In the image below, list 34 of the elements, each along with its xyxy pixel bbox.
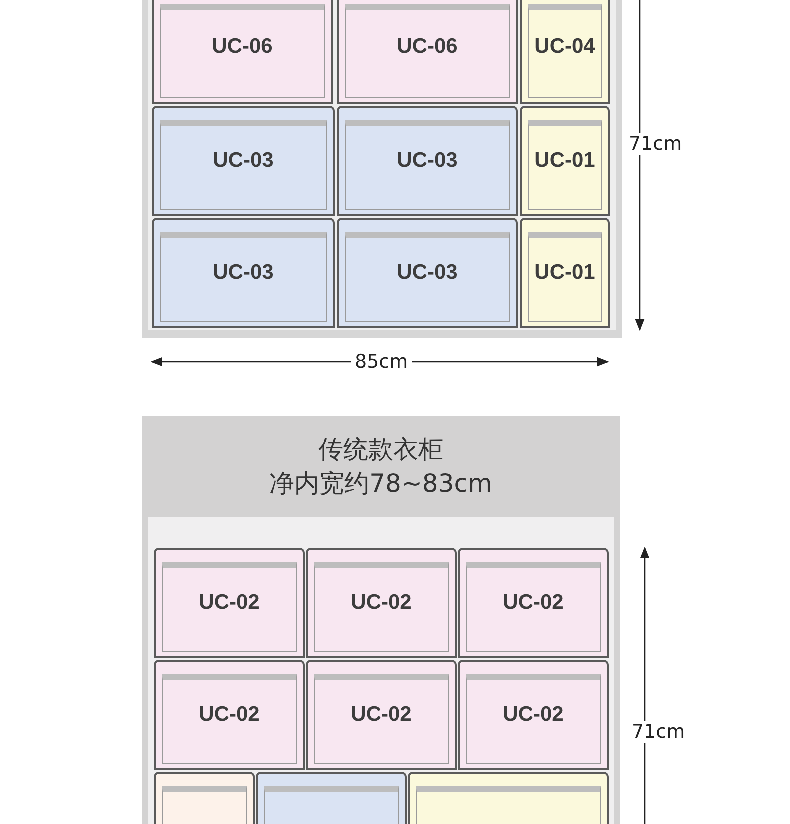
box-label: UC-06 bbox=[397, 35, 458, 59]
storage-box bbox=[337, 106, 518, 216]
storage-box bbox=[337, 0, 518, 104]
wardrobe-frame bbox=[142, 416, 620, 824]
box-label: UC-03 bbox=[213, 149, 274, 173]
storage-box bbox=[520, 0, 610, 104]
storage-box bbox=[458, 548, 609, 658]
box-label: UC-06 bbox=[212, 35, 273, 59]
box-label: UC-01 bbox=[534, 149, 596, 173]
box-label: UC-03 bbox=[213, 261, 274, 285]
storage-box bbox=[152, 106, 335, 216]
storage-box bbox=[458, 660, 609, 770]
storage-box bbox=[154, 548, 305, 658]
storage-box bbox=[154, 660, 305, 770]
box-label: UC-02 bbox=[351, 703, 412, 727]
box-label: UC-02 bbox=[351, 591, 412, 615]
storage-box bbox=[306, 660, 457, 770]
storage-box bbox=[152, 218, 335, 328]
box-label: UC-03 bbox=[397, 261, 458, 285]
box-label: UC-01 bbox=[534, 261, 596, 285]
storage-box bbox=[306, 548, 457, 658]
wardrobe-frame bbox=[142, 0, 622, 338]
box-label: UC-04 bbox=[534, 35, 596, 59]
wardrobe-title: 净内宽约78~83cm bbox=[268, 468, 494, 500]
box-label: UC-02 bbox=[503, 591, 564, 615]
box-label: UC-02 bbox=[503, 703, 564, 727]
storage-box bbox=[152, 0, 333, 104]
storage-box bbox=[520, 218, 610, 328]
box-label: UC-03 bbox=[397, 149, 458, 173]
wardrobe-title: 传统款衣柜 bbox=[318, 434, 444, 466]
storage-box bbox=[520, 106, 610, 216]
box-label: UC-02 bbox=[199, 703, 260, 727]
box-label: UC-02 bbox=[199, 591, 260, 615]
storage-box bbox=[337, 218, 518, 328]
